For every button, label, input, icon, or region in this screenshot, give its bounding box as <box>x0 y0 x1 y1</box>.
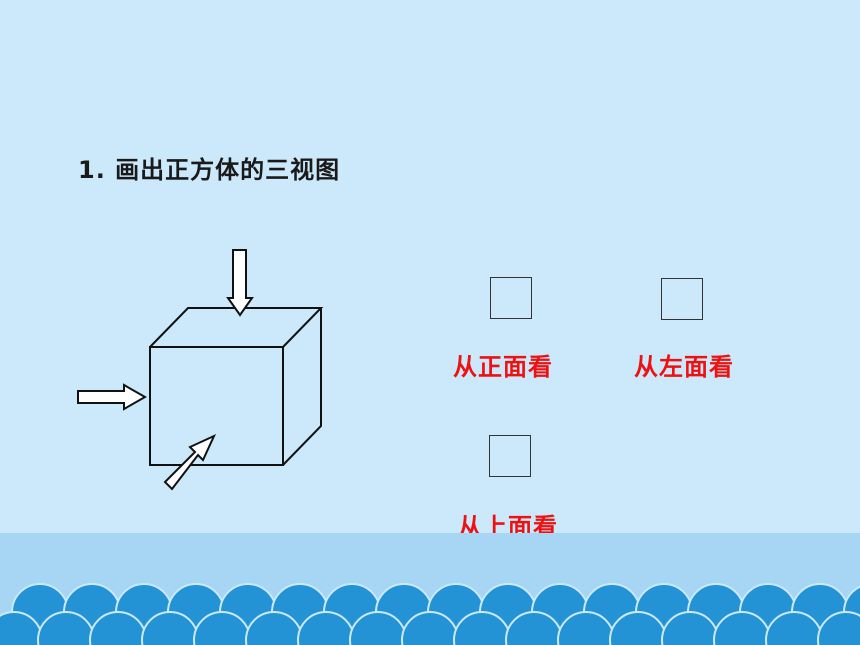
top-view-square <box>489 435 531 477</box>
arrow-diagonal-icon <box>163 433 217 491</box>
arrow-right-icon <box>77 383 148 411</box>
wave-bump <box>817 611 860 645</box>
arrow-down-icon <box>226 249 254 317</box>
left-view-square <box>661 278 703 320</box>
cube-front-face <box>149 346 284 466</box>
front-view-label: 从正面看 <box>453 352 553 381</box>
cube-drawing <box>149 307 324 466</box>
front-view-square <box>490 277 532 319</box>
cube-top-face <box>149 307 324 348</box>
wave-row-lower <box>0 611 860 645</box>
exercise-title: 1. 画出正方体的三视图 <box>78 156 341 184</box>
cube-right-face <box>282 308 322 466</box>
left-view-label: 从左面看 <box>634 352 734 381</box>
